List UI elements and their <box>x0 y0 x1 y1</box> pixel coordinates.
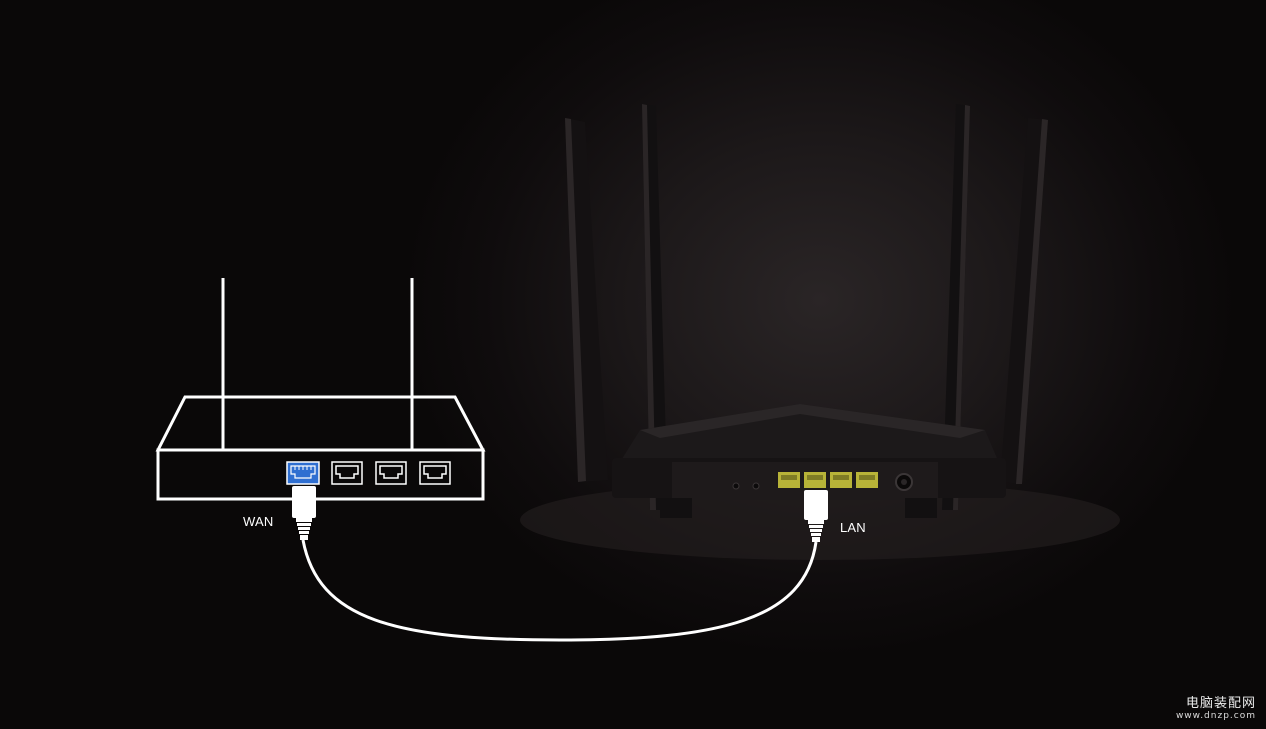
modem-front <box>156 448 485 501</box>
rj45-plug-icon <box>804 490 828 542</box>
rj45-port-icon <box>419 461 451 485</box>
router-foot-right <box>905 498 937 518</box>
watermark-url: www.dnzp.com <box>1175 711 1256 721</box>
watermark: 电脑装配网 www.dnzp.com <box>1176 692 1256 721</box>
ethernet-cable <box>301 539 818 642</box>
wps-button-icon <box>752 482 760 490</box>
lan-label: LAN <box>840 520 866 535</box>
rj45-plug-icon <box>292 486 316 540</box>
router-foot-left <box>660 498 692 518</box>
wan-port-icon <box>286 461 320 485</box>
watermark-title: 电脑装配网 <box>1185 696 1256 711</box>
modem-top <box>155 395 486 452</box>
wireless-router-icon <box>520 104 1120 560</box>
rj45-port-icon <box>331 461 363 485</box>
rj45-port-icon <box>375 461 407 485</box>
reset-button-icon <box>732 482 740 490</box>
modem-outline-icon <box>155 278 486 501</box>
modem-ports <box>286 461 451 485</box>
wan-label: WAN <box>243 514 274 529</box>
router-lan-ports <box>778 472 878 488</box>
